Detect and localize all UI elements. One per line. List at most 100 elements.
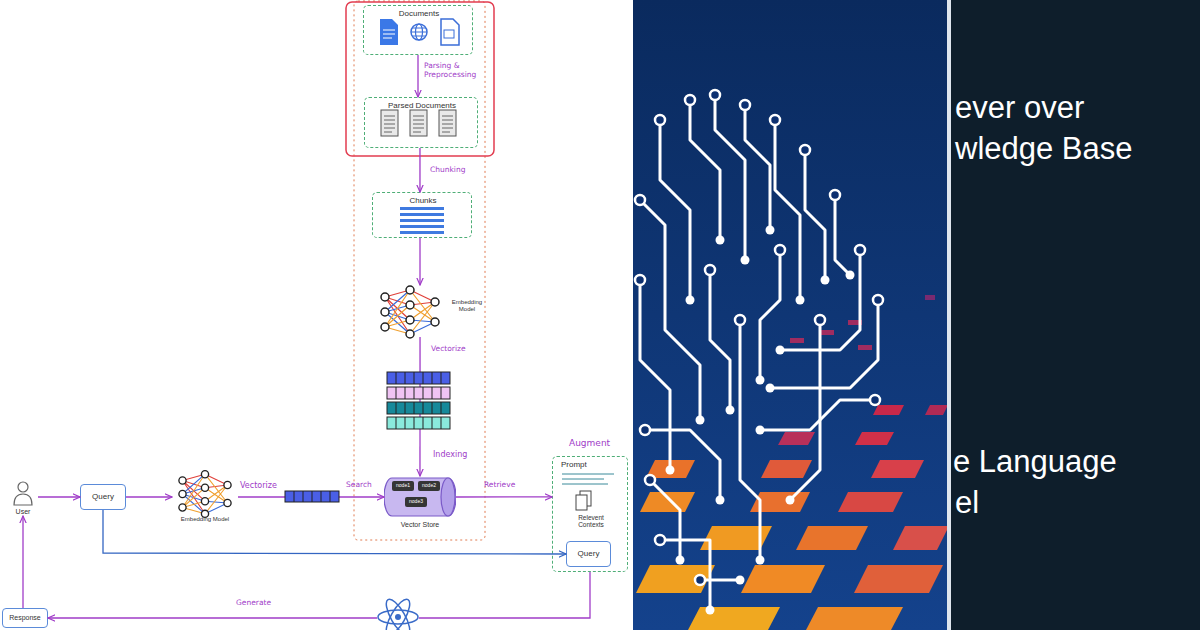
user-head (18, 482, 28, 492)
circuit-trace (640, 200, 700, 420)
floor-tile (893, 526, 949, 550)
flow-arrow (417, 55, 418, 97)
chunk-bar (400, 219, 444, 222)
edge-label: Retrieve (484, 481, 534, 490)
panel-divider (947, 0, 951, 630)
chunk-bar (400, 213, 444, 216)
llm-orbit (382, 596, 414, 630)
node-label: Vector Store (380, 521, 460, 529)
index-node: node3 (405, 497, 427, 507)
llm-orbit (378, 610, 418, 624)
circuit-mark (820, 330, 834, 335)
node-label: Response (3, 614, 47, 622)
response-box: Response (2, 608, 48, 628)
headline-fragment: el (955, 485, 979, 521)
circuit-trace (760, 250, 780, 380)
context-doc-icon (580, 491, 591, 506)
flow-arrow (126, 496, 172, 497)
chunk-bar (400, 207, 444, 210)
vector-row (387, 372, 450, 384)
flow-arrow (38, 496, 80, 497)
node-label: Documents (364, 9, 474, 18)
node-label: Relevent Contexts (565, 514, 617, 529)
floor-tile (636, 565, 715, 593)
floor-tile (925, 405, 948, 415)
edge-label: Generate (236, 599, 296, 608)
node-label: node1 (392, 483, 414, 489)
circuit-trace (805, 150, 825, 280)
vector-cells (396, 372, 441, 384)
flow-arrow (419, 238, 420, 285)
parsed-doc-icon (439, 110, 456, 136)
node-label: Parsed Documents (365, 101, 479, 110)
flow-arrow (103, 510, 566, 554)
vector-cells (396, 387, 441, 399)
node-label: Query (567, 549, 610, 558)
circuit-trace (640, 280, 670, 470)
circuit-trace (700, 579, 740, 582)
circuit-trace (650, 480, 680, 560)
llm-icon-backdrop (377, 596, 419, 630)
step-label: Vectorize (240, 481, 277, 490)
flow-arrow (22, 516, 23, 608)
illustration-panel (633, 0, 948, 630)
floor-tile (873, 405, 904, 415)
llm-orbit (382, 596, 414, 630)
model-icon: Embedding Model (378, 285, 488, 337)
user-body (14, 494, 32, 505)
node-label: Query (81, 492, 125, 501)
node-label: Prompt (561, 460, 621, 469)
flow-arrow (456, 496, 552, 497)
title-panel (951, 0, 1200, 630)
circuit-trace (715, 95, 745, 260)
circuit-mark (848, 320, 862, 325)
floor-tile (854, 565, 943, 593)
globe-icon-meridian (416, 24, 423, 40)
highlight-frame (346, 2, 494, 156)
circuit-trace (660, 540, 710, 610)
circuit-trace (645, 430, 720, 500)
index-node: node1 (392, 481, 414, 491)
chunk-bar (400, 231, 444, 234)
circuit-brain (640, 95, 878, 610)
chunk-bar (400, 225, 444, 228)
context-doc-icon (576, 495, 587, 510)
user-actor: User (8, 478, 38, 516)
cylinder-body (384, 478, 456, 516)
flow-arrow (419, 337, 420, 476)
edge-label: Vectorize (431, 345, 491, 354)
process-box: Chunks (372, 192, 472, 238)
floor-tile (806, 607, 903, 630)
cylinder-cap (441, 478, 455, 516)
node-label: node2 (418, 483, 440, 489)
floor-tile (688, 607, 780, 630)
node-label: node3 (405, 499, 427, 505)
index-node: node2 (418, 481, 440, 491)
llm-nucleus (395, 614, 401, 620)
circuit-trace (740, 320, 760, 560)
node-label: Chunks (373, 196, 473, 205)
circuit-trace (835, 195, 850, 275)
edge-label: Parsing & Preprocessing (424, 62, 490, 79)
source-box: Documents (363, 5, 473, 55)
circuit-trace (690, 100, 720, 240)
file-icon-detail (444, 30, 454, 38)
vector-row (387, 387, 450, 399)
node-label: Embedding Model (166, 516, 244, 523)
query-vector (285, 491, 339, 502)
query-vector-cells (294, 491, 330, 502)
headline-fragment: e Language (953, 444, 1117, 480)
flow-arrow (238, 496, 384, 497)
query-box: Query (566, 541, 611, 567)
floor-tile (741, 565, 825, 593)
white-panel (0, 0, 633, 630)
globe-icon-lines (411, 28, 427, 36)
flow-arrow (419, 148, 420, 192)
query-box: Query (80, 484, 126, 510)
